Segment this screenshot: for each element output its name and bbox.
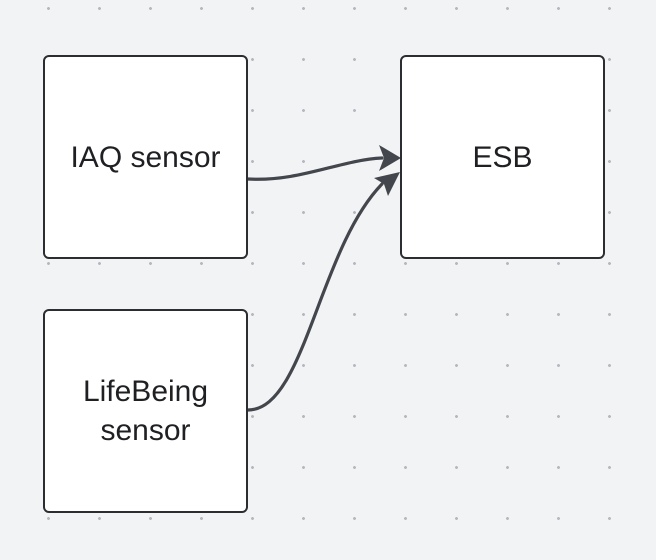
arrowhead-lifebeing-to-esb: [374, 172, 400, 196]
edge-lifebeing-to-esb[interactable]: [246, 182, 384, 412]
edge-iaq-to-esb[interactable]: [246, 156, 384, 181]
node-iaq-sensor[interactable]: IAQ sensor: [43, 55, 248, 259]
node-label-iaq-sensor: IAQ sensor: [70, 140, 221, 174]
arrowhead-iaq-to-esb: [379, 145, 401, 171]
node-lifebeing-sensor[interactable]: LifeBeing sensor: [43, 309, 248, 513]
node-esb[interactable]: ESB: [400, 55, 605, 259]
node-label-lifebeing-sensor: LifeBeing sensor: [82, 375, 209, 447]
node-label-esb: ESB: [472, 140, 533, 174]
